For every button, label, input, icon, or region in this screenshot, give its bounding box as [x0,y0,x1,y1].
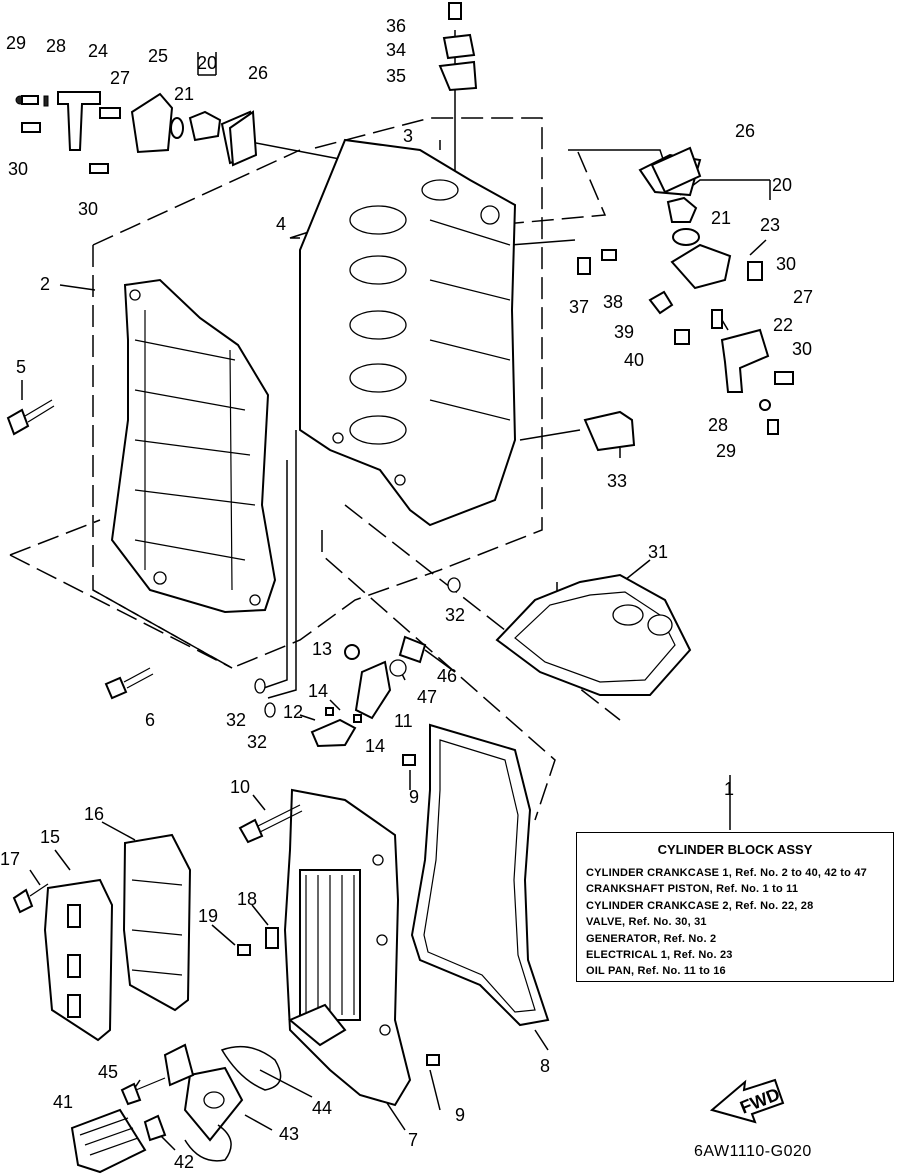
reference-line: ELECTRICAL 1, Ref. No. 23 [586,949,733,962]
oil-strainer-parts [310,635,427,748]
callout-21b: 21 [711,208,731,228]
callout-1: 1 [724,779,734,799]
callout-30c: 30 [776,254,796,274]
callout-21a: 21 [174,84,194,104]
callout-12: 12 [283,702,303,722]
callout-33: 33 [607,471,627,491]
long-bolts [6,399,154,700]
reference-list: CYLINDER CRANKCASE 1, Ref. No. 2 to 40, … [586,865,893,980]
thermostat-housing-left [15,91,257,174]
callout-29a: 29 [6,33,26,53]
callout-13: 13 [312,639,332,659]
callout-37: 37 [569,297,589,317]
callout-40: 40 [624,350,644,370]
callout-47: 47 [417,687,437,707]
callout-41: 41 [53,1092,73,1112]
callout-32b: 32 [226,710,246,730]
callout-30a: 30 [8,159,28,179]
callout-14b: 14 [365,736,385,756]
callout-10: 10 [230,777,250,797]
callout-30d: 30 [792,339,812,359]
callout-44: 44 [312,1098,332,1118]
callout-15: 15 [40,827,60,847]
callout-9b: 9 [455,1105,465,1125]
o-rings-32 [254,577,461,718]
callout-43: 43 [279,1124,299,1144]
callout-32a: 32 [445,605,465,625]
callout-16: 16 [84,804,104,824]
callout-45: 45 [98,1062,118,1082]
callout-20a: 20 [197,53,217,73]
exhaust-cover-7 [283,788,412,1107]
fwd-arrow-icon: FWD [709,1078,785,1124]
callout-9a: 9 [409,787,419,807]
bolt-10-sensor-18 [237,804,303,956]
callout-26a: 26 [248,63,268,83]
callout-8: 8 [540,1056,550,1076]
callout-5: 5 [16,357,26,377]
callout-28b: 28 [708,415,728,435]
callout-17: 17 [0,849,20,869]
callout-31: 31 [648,542,668,562]
top-cover-parts [438,2,478,92]
callout-3: 3 [403,126,413,146]
callout-34: 34 [386,40,406,60]
callout-4: 4 [276,214,286,234]
side-cover-15-16-17 [12,833,192,1042]
callout-28a: 28 [46,36,66,56]
callout-19: 19 [198,906,218,926]
reference-line: CYLINDER CRANKCASE 2, Ref. No. 22, 28 [586,899,814,912]
callout-29b: 29 [716,441,736,461]
callout-11: 11 [394,711,413,731]
callout-14a: 14 [308,681,328,701]
callout-7: 7 [408,1130,418,1150]
callout-46: 46 [437,666,457,686]
callout-35: 35 [386,66,406,86]
callout-25: 25 [148,46,168,66]
gasket-8 [410,723,550,1027]
dowel-pins-9 [402,754,440,1066]
gaskets-26 [228,110,702,194]
callout-6: 6 [145,710,155,730]
callout-27b: 27 [793,287,813,307]
reference-line: VALVE, Ref. No. 30, 31 [586,916,707,929]
crankcase-part [110,278,277,614]
callout-26b: 26 [735,121,755,141]
callout-2: 2 [40,274,50,294]
oil-filter-area [70,1043,282,1174]
callout-38: 38 [603,292,623,312]
callout-42: 42 [174,1152,194,1172]
assembly-title: CYLINDER BLOCK ASSY [657,842,813,857]
reference-line: OIL PAN, Ref. No. 11 to 16 [586,965,726,978]
callout-32c: 32 [247,732,267,752]
callout-27a: 27 [110,68,130,88]
callout-23: 23 [760,215,780,235]
callout-24: 24 [88,41,108,61]
assembly-reference-box: CYLINDER BLOCK ASSY CYLINDER CRANKCASE 1… [576,832,894,982]
reference-line: GENERATOR, Ref. No. 2 [586,932,717,945]
drawing-code: 6AW1110-G020 [694,1143,812,1160]
callout-labels: 1 2 3 4 5 6 7 8 9 9 10 11 12 13 14 14 15… [0,16,813,1172]
callout-18: 18 [237,889,257,909]
reference-line: CYLINDER CRANKCASE 1, Ref. No. 2 to 40, … [586,867,867,879]
callout-22: 22 [773,315,793,335]
callout-30b: 30 [78,199,98,219]
callout-36: 36 [386,16,406,36]
reference-line: CRANKSHAFT PISTON, Ref. No. 1 to 11 [586,883,799,896]
callout-20b: 20 [772,175,792,195]
gasket-31 [495,573,692,696]
callout-39: 39 [614,322,634,342]
cylinder-block-part [299,138,517,527]
